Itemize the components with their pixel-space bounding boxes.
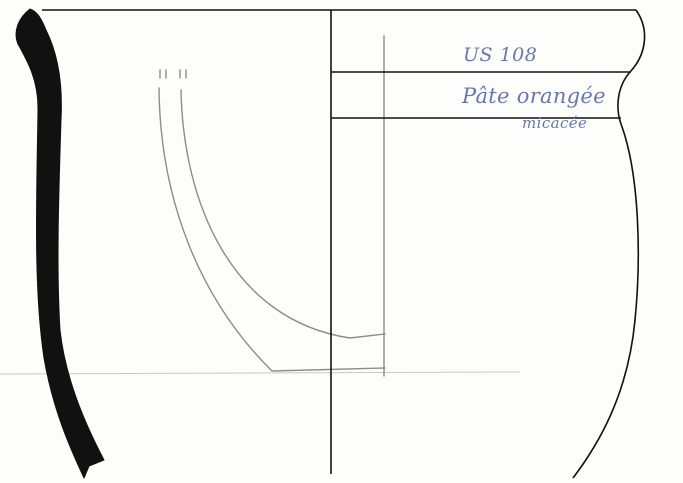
pencil-baseline	[0, 371, 521, 375]
pencil-inner-curve	[180, 89, 386, 339]
exterior-profile	[572, 9, 646, 479]
pencil-base-sketch	[158, 35, 386, 377]
fabric-label: Pâte orangée	[462, 84, 606, 108]
vessel-outline	[42, 9, 646, 479]
inclusion-label: micacée	[522, 114, 588, 132]
pencil-outer-curve	[158, 87, 386, 372]
wall-section-black	[15, 8, 105, 479]
pencil-tick-marks	[159, 69, 187, 79]
unit-label: US 108	[463, 44, 538, 66]
